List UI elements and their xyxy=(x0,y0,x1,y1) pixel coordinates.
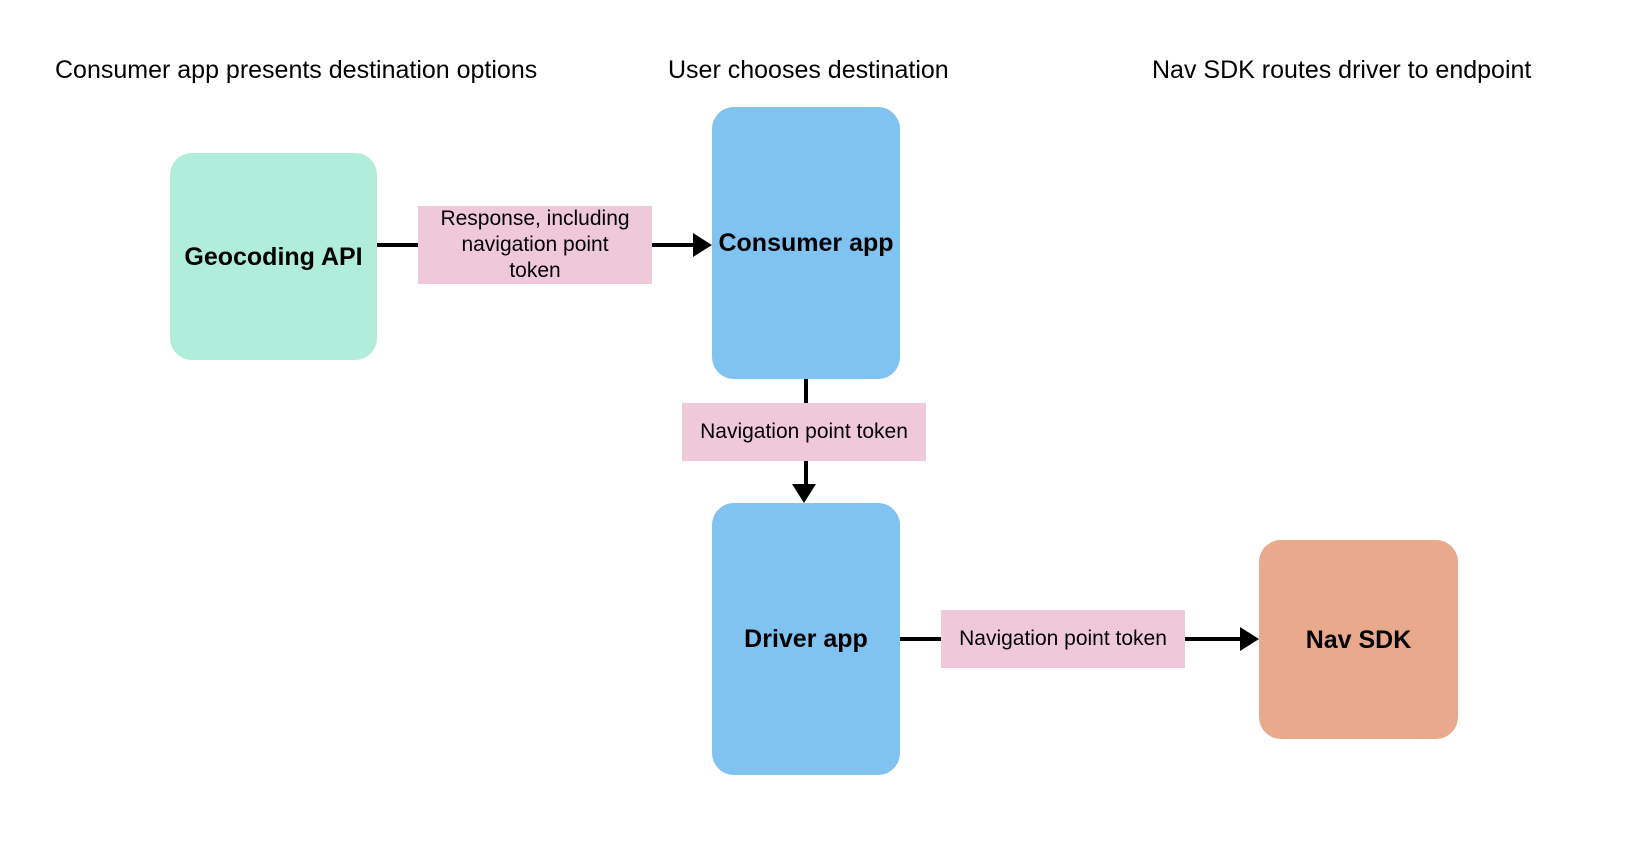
column-caption-consumer-options: Consumer app presents destination option… xyxy=(55,56,538,84)
node-driver-app-label: Driver app xyxy=(744,625,868,653)
column-caption-nav-routes: Nav SDK routes driver to endpoint xyxy=(1152,56,1532,84)
node-geocoding-api-label: Geocoding API xyxy=(184,242,363,271)
node-driver-app[interactable]: Driver app xyxy=(712,503,900,775)
node-nav-sdk-label: Nav SDK xyxy=(1305,625,1412,654)
node-nav-sdk[interactable]: Nav SDK xyxy=(1259,540,1458,739)
node-geocoding-api[interactable]: Geocoding API xyxy=(170,153,377,360)
edge-label-geocoding-to-consumer: Response, including navigation point tok… xyxy=(418,206,652,284)
column-caption-user-chooses: User chooses destination xyxy=(668,56,949,84)
node-consumer-app[interactable]: Consumer app xyxy=(712,107,900,379)
edge-label-consumer-to-driver: Navigation point token xyxy=(682,403,926,461)
arrowhead-right-geocoding-to-consumer xyxy=(693,233,712,257)
arrowhead-down-consumer-to-driver xyxy=(792,484,816,503)
edge-label-driver-to-navsdk: Navigation point token xyxy=(941,610,1185,668)
arrowhead-right-driver-to-navsdk xyxy=(1240,627,1259,651)
node-consumer-app-label: Consumer app xyxy=(718,229,894,257)
